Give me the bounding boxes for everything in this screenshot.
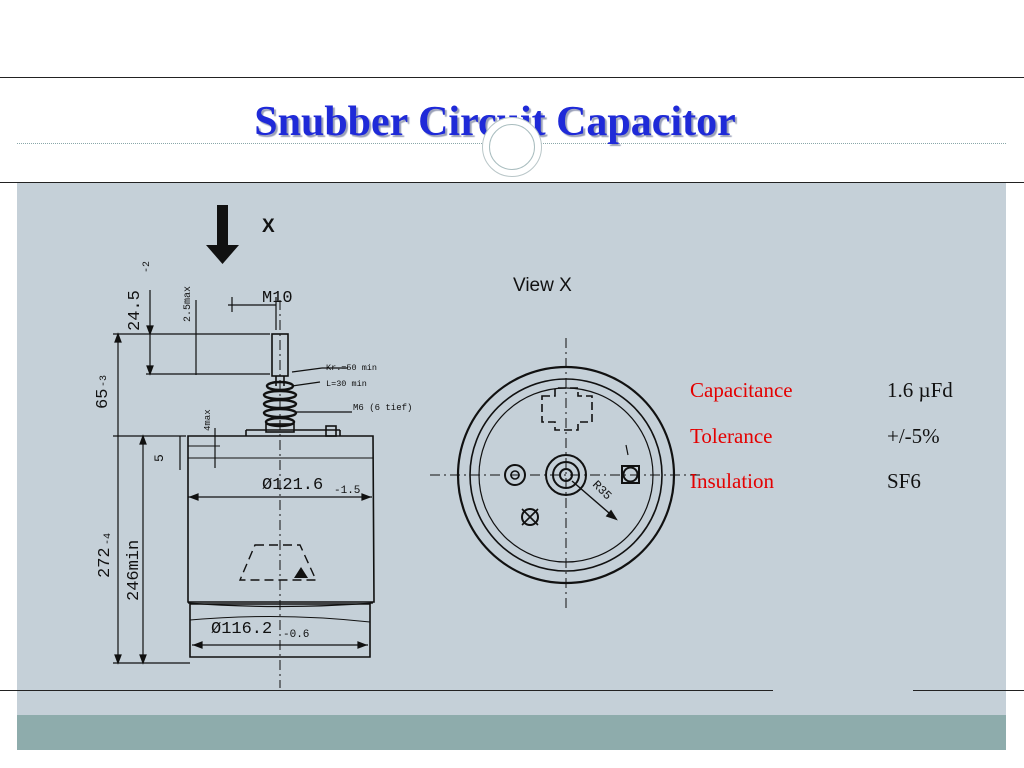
diameter-bottom-label: Ø116.2 — [211, 620, 272, 639]
spec-row: Capacitance 1.6 µFd — [690, 368, 990, 414]
view-arrow-label: X — [262, 216, 275, 237]
diameter-bottom-tol: -0.6 — [283, 629, 309, 641]
five-label: 5 — [152, 454, 167, 462]
title-ornament — [482, 117, 542, 177]
top-rule — [0, 77, 1024, 78]
spec-label: Tolerance — [690, 423, 773, 448]
capacitor-top-view — [430, 338, 702, 612]
footer-panel — [17, 715, 1006, 750]
clearance-label: 2.5max — [183, 286, 194, 322]
spec-label: Insulation — [690, 469, 774, 494]
height-246-label: 246min — [125, 540, 144, 601]
height-272-label: 272 — [96, 547, 115, 578]
content-top-rule — [0, 182, 1024, 183]
height-272-tol: -4 — [103, 533, 114, 545]
footer-rule-right — [913, 690, 1024, 691]
spec-table: Capacitance 1.6 µFd Tolerance +/-5% Insu… — [690, 368, 990, 505]
footer-rule-left — [0, 690, 773, 691]
diameter-top-tol: -1.5 — [334, 485, 360, 497]
terminal-note-2: L=30 min — [326, 379, 367, 389]
thread-label: M10 — [262, 289, 293, 308]
spec-value: 1.6 µFd — [887, 378, 953, 403]
height-65-tol: -3 — [99, 375, 110, 387]
height-24-5-tol: -2 — [142, 261, 153, 273]
spec-label: Capacitance — [690, 378, 793, 403]
view-arrow-icon — [206, 205, 239, 264]
view-x-label: View X — [513, 275, 572, 296]
height-65-label: 65 — [94, 389, 113, 409]
dimension-lines — [113, 290, 372, 665]
spec-value: +/-5% — [887, 423, 940, 448]
height-24-5-label: 24.5 — [126, 290, 145, 331]
terminal-note-1: Kr.=50 min — [326, 363, 377, 373]
four-max-label: 4max — [203, 409, 213, 431]
diameter-top-label: Ø121.6 — [262, 476, 323, 495]
spec-row: Insulation SF6 — [690, 459, 990, 505]
spec-value: SF6 — [887, 469, 921, 494]
content-panel — [17, 183, 1006, 715]
spec-row: Tolerance +/-5% — [690, 414, 990, 460]
m6-note: M6 (6 tief) — [353, 403, 412, 413]
